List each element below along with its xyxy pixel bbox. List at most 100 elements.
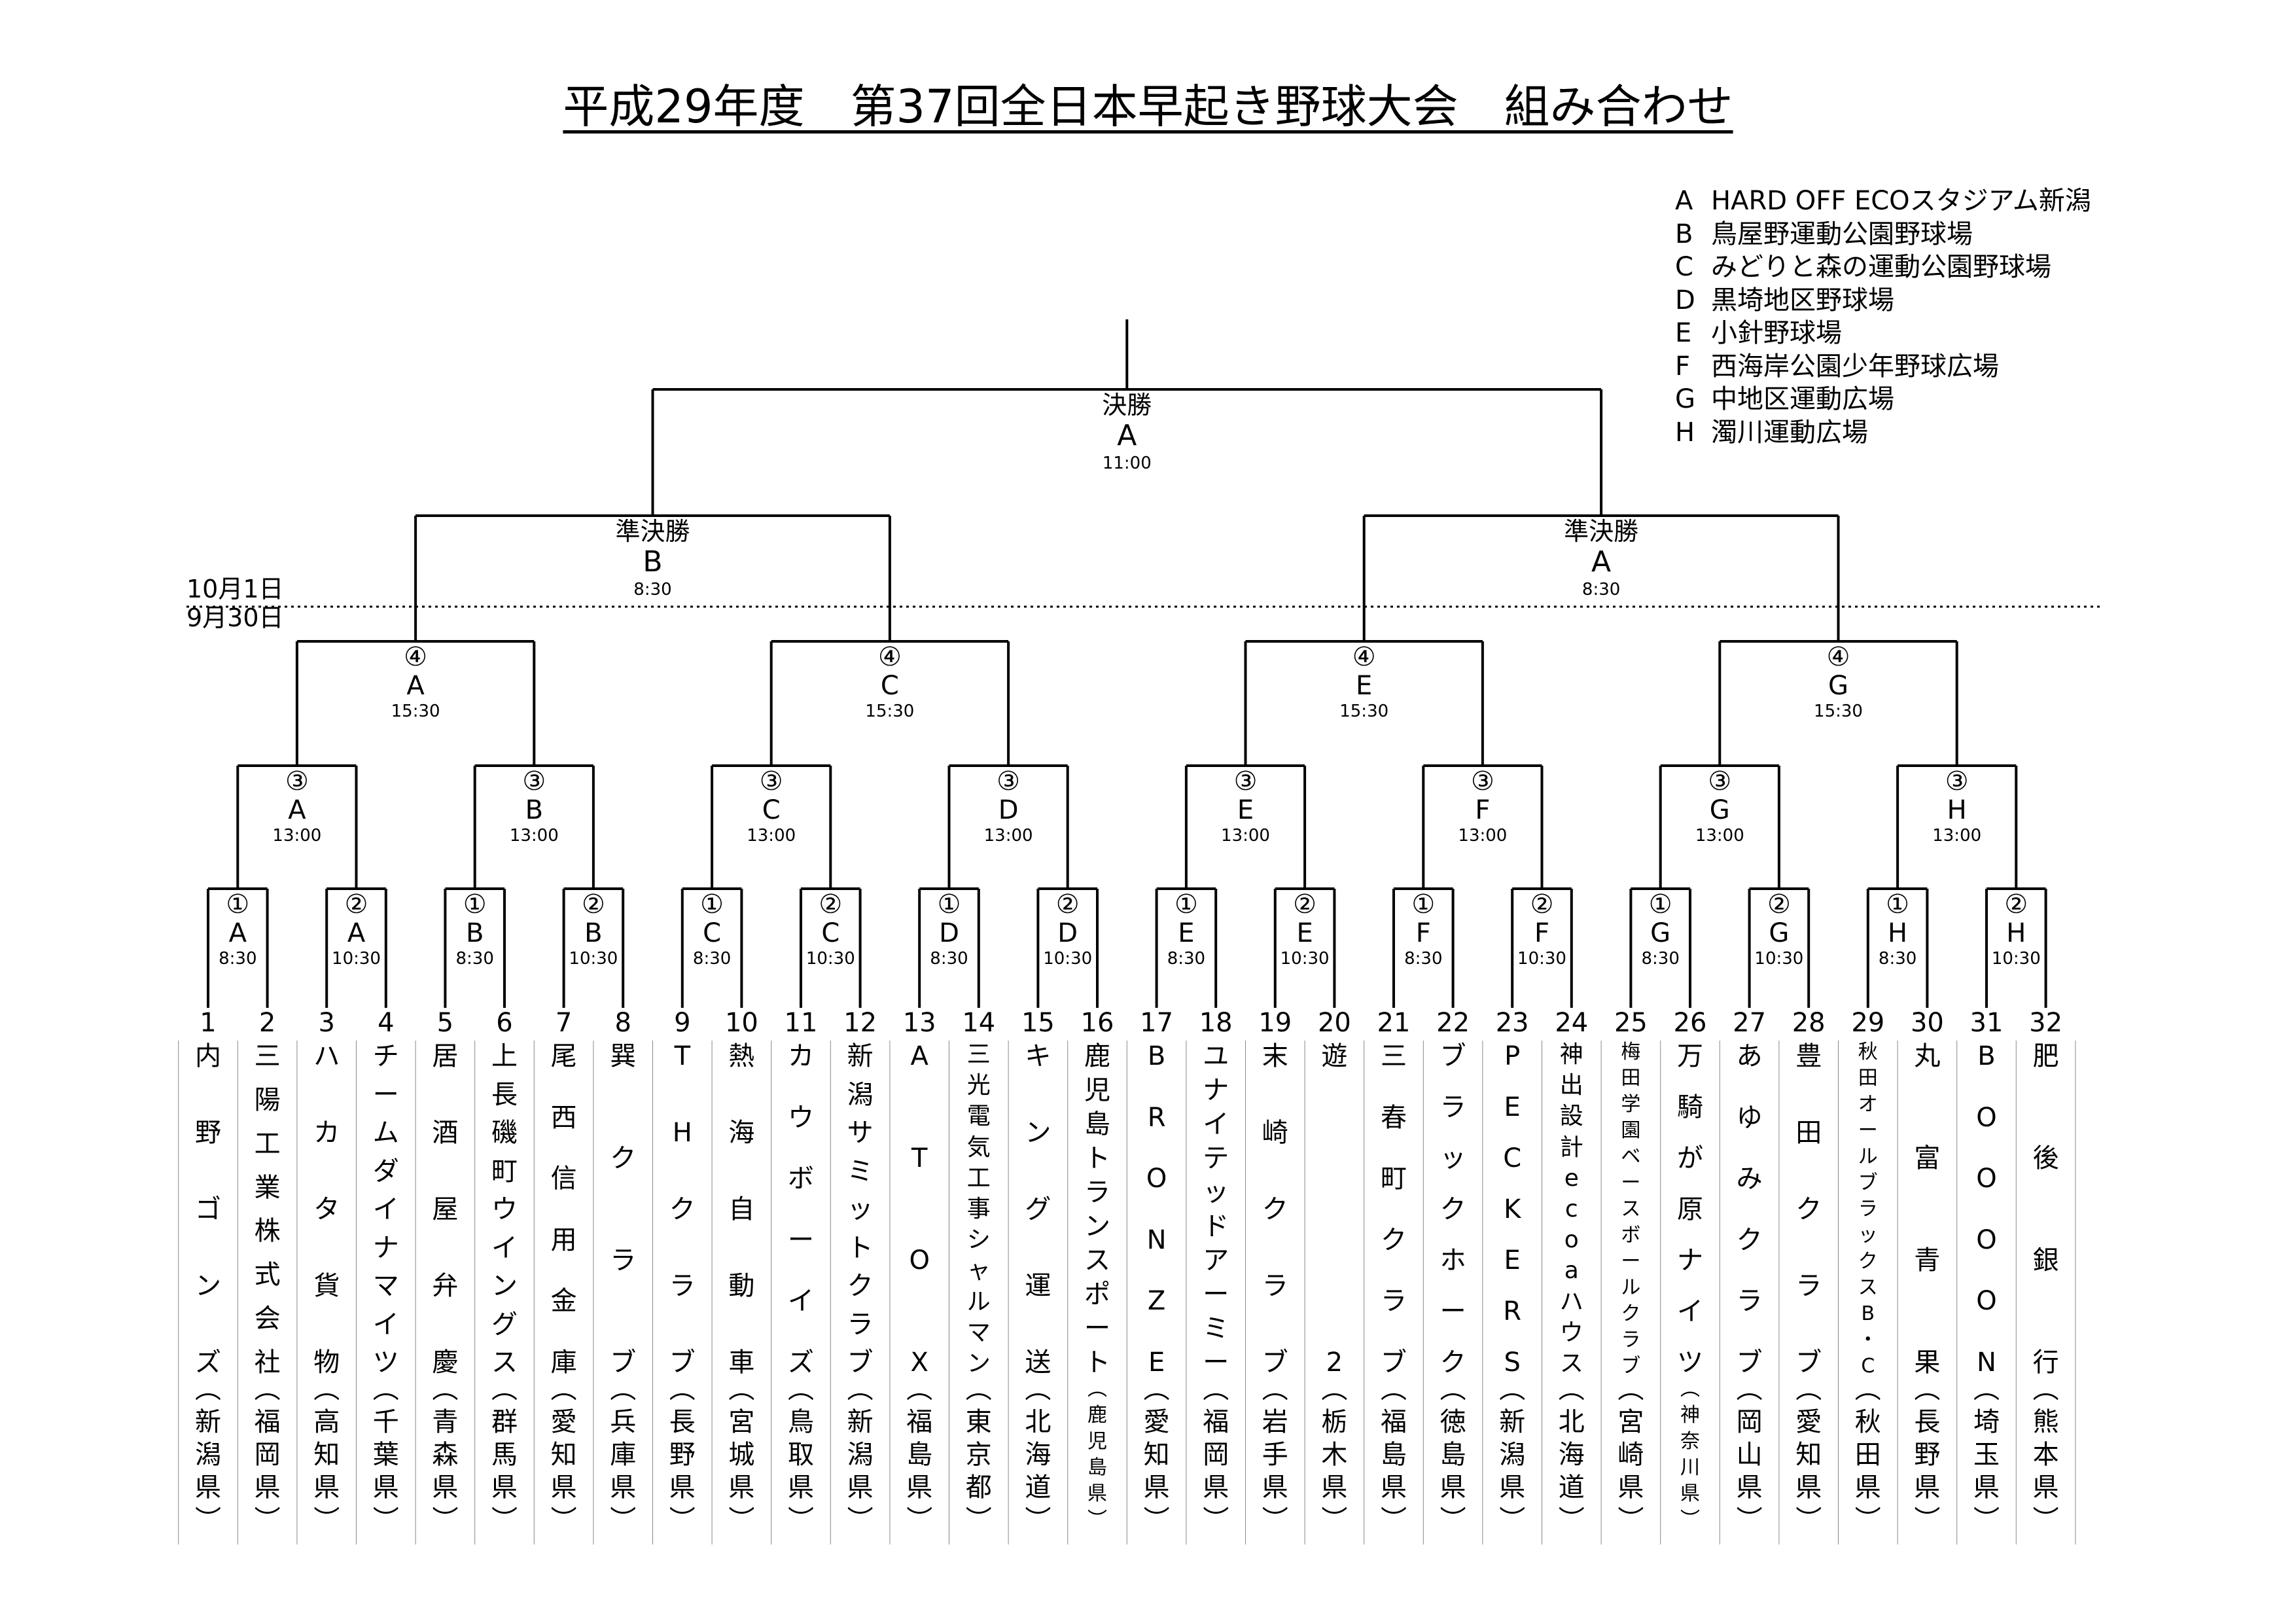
match-venue: G (1769, 918, 1790, 948)
team-seed: 24 (1555, 1008, 1589, 1038)
team-name: 内野ゴンズ (195, 1041, 221, 1378)
match-venue: C (880, 671, 899, 701)
team-seed: 22 (1436, 1008, 1470, 1038)
team-name: 新潟サミットクラブ (847, 1041, 874, 1378)
match-time: 8:30 (1878, 949, 1917, 969)
team-name: チームダイナマイツ (372, 1041, 399, 1378)
team-name: 熱海自動車 (728, 1041, 755, 1378)
match-time: 8:30 (633, 580, 672, 599)
team-prefecture: ︵愛知県︶ (1795, 1374, 1822, 1535)
match-num: ① (463, 889, 487, 919)
match-venue: E (1356, 671, 1373, 701)
match-num: ① (1648, 889, 1672, 919)
team-name: ハカタ貨物 (313, 1041, 340, 1378)
team-seed: 32 (2029, 1008, 2063, 1038)
match-venue: B (584, 918, 603, 948)
team-name: カウボーイズ (788, 1041, 814, 1378)
match-num: ② (819, 889, 843, 919)
team-entry: ユナイテッドアーミー︵福岡県︶ (1186, 1041, 1245, 1544)
match-round: 準決勝 (615, 517, 690, 546)
match-round: 準決勝 (1564, 517, 1639, 546)
team-name: 梅田学園ベースボールクラブ (1621, 1041, 1641, 1378)
team-name: 上長磯町ウイングス (491, 1041, 518, 1378)
match-time: 8:30 (1581, 580, 1621, 599)
team-prefecture: ︵北海道︶ (1025, 1374, 1051, 1535)
team-seed: 6 (496, 1008, 513, 1038)
team-seed: 2 (258, 1008, 276, 1038)
match-venue: A (1591, 545, 1612, 579)
match-num: ② (1293, 889, 1317, 919)
match-num: ② (581, 889, 605, 919)
match-venue: D (1057, 918, 1078, 948)
team-prefecture: ︵徳島県︶ (1439, 1374, 1466, 1535)
match-time: 8:30 (930, 949, 968, 969)
team-seed: 26 (1673, 1008, 1707, 1038)
team-name: 三陽工業株式会社 (254, 1041, 281, 1378)
match-num: ① (1411, 889, 1436, 919)
match-venue: F (1475, 795, 1491, 825)
team-entry: 内野ゴンズ︵新潟県︶ (179, 1041, 238, 1544)
match-num: ① (1174, 889, 1198, 919)
team-prefecture: ︵福岡県︶ (254, 1374, 281, 1535)
match-time: 10:30 (805, 949, 855, 969)
team-prefecture: ︵福岡県︶ (1203, 1374, 1229, 1535)
match-time: 13:00 (1932, 826, 1982, 846)
team-entry: ハカタ貨物︵高知県︶ (297, 1041, 356, 1544)
team-seed: 16 (1080, 1008, 1114, 1038)
match-num: ④ (877, 642, 902, 672)
team-entry: カウボーイズ︵鳥取県︶ (771, 1041, 830, 1544)
team-name: 三春町クラブ (1381, 1041, 1407, 1378)
match-num: ① (937, 889, 961, 919)
match-time: 13:00 (983, 826, 1033, 846)
team-seed: 23 (1495, 1008, 1529, 1038)
team-seed: 14 (962, 1008, 996, 1038)
match-venue: H (2006, 918, 2026, 948)
team-entry: あゆみクラブ︵岡山県︶ (1720, 1041, 1779, 1544)
match-time: 8:30 (455, 949, 494, 969)
match-time: 15:30 (391, 702, 440, 721)
team-prefecture: ︵東京都︶ (965, 1374, 992, 1535)
team-prefecture: ︵埼玉県︶ (1973, 1374, 2000, 1535)
match-round: 決勝 (1102, 391, 1152, 419)
team-entry: 三光電気工事シャルマン︵東京都︶ (949, 1041, 1008, 1544)
match-venue: A (347, 918, 366, 948)
team-seed: 9 (674, 1008, 691, 1038)
match-time: 10:30 (332, 949, 381, 969)
team-entry: 新潟サミットクラブ︵新潟県︶ (831, 1041, 890, 1544)
match-num: ① (226, 889, 250, 919)
match-time: 15:30 (1339, 702, 1389, 721)
team-seed: 19 (1258, 1008, 1292, 1038)
match-venue: H (1888, 918, 1908, 948)
team-seed: 10 (724, 1008, 758, 1038)
team-seed: 1 (200, 1008, 217, 1038)
team-entry: 三陽工業株式会社︵福岡県︶ (238, 1041, 297, 1544)
team-entry: 鹿児島トランスポート︵鹿児島県︶ (1068, 1041, 1127, 1544)
match-venue: B (465, 918, 484, 948)
team-prefecture: ︵兵庫県︶ (610, 1374, 637, 1535)
match-venue: G (1650, 918, 1671, 948)
match-num: ④ (1352, 642, 1376, 672)
